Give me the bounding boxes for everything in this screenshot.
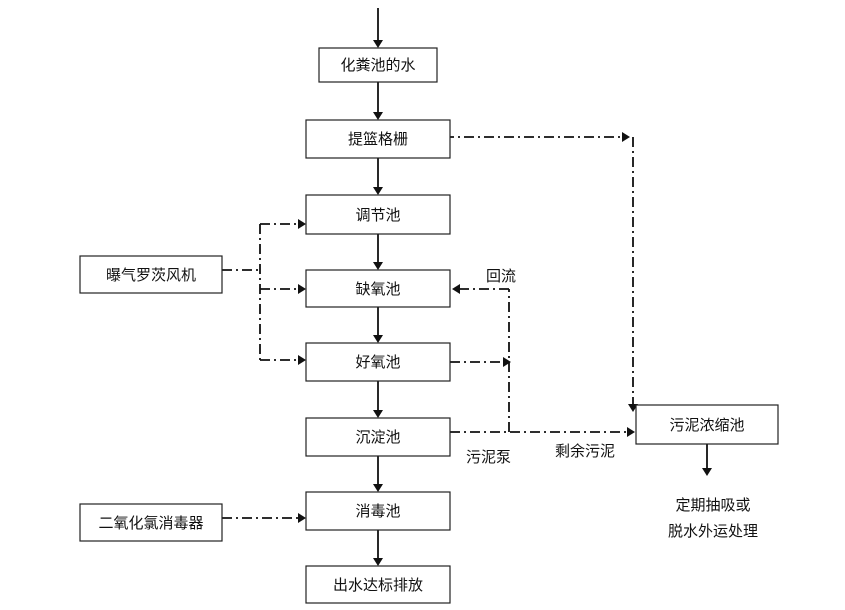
- node-sludge-thickener: 污泥浓缩池: [635, 404, 779, 445]
- node-septic-tank: 化粪池的水: [318, 47, 438, 83]
- node-septic-tank-label: 化粪池的水: [340, 56, 415, 74]
- node-sedimentation-label: 沉淀池: [355, 428, 400, 446]
- node-screen-label: 提篮格栅: [348, 130, 408, 148]
- node-chlorine-dioxide-label: 二氧化氯消毒器: [98, 514, 203, 532]
- node-chlorine-dioxide: 二氧化氯消毒器: [79, 503, 223, 542]
- node-sedimentation: 沉淀池: [305, 417, 451, 457]
- node-disinfection-label: 消毒池: [355, 502, 400, 520]
- node-blower-label: 曝气罗茨风机: [106, 266, 196, 284]
- node-discharge: 出水达标排放: [305, 565, 451, 604]
- node-anoxic: 缺氧池: [305, 269, 451, 308]
- reflux-label: 回流: [486, 267, 516, 285]
- disposal-label-line1: 定期抽吸或: [675, 496, 750, 514]
- node-anoxic-label: 缺氧池: [355, 280, 400, 298]
- node-disinfection: 消毒池: [305, 491, 451, 531]
- disposal-label-line2: 脱水外运处理: [668, 522, 758, 540]
- node-aerobic-label: 好氧池: [355, 353, 400, 371]
- node-equalization-label: 调节池: [355, 206, 400, 224]
- node-sludge-thickener-label: 污泥浓缩池: [669, 416, 744, 434]
- aux-flow-lines: [222, 132, 638, 523]
- node-blower: 曝气罗茨风机: [79, 255, 223, 294]
- node-equalization: 调节池: [305, 194, 451, 235]
- node-discharge-label: 出水达标排放: [333, 576, 423, 594]
- excess-sludge-label: 剩余污泥: [555, 442, 615, 460]
- main-flow-arrows: [373, 8, 712, 566]
- node-aerobic: 好氧池: [305, 342, 451, 382]
- node-screen: 提篮格栅: [305, 119, 451, 159]
- sludge-pump-label: 污泥泵: [466, 448, 511, 466]
